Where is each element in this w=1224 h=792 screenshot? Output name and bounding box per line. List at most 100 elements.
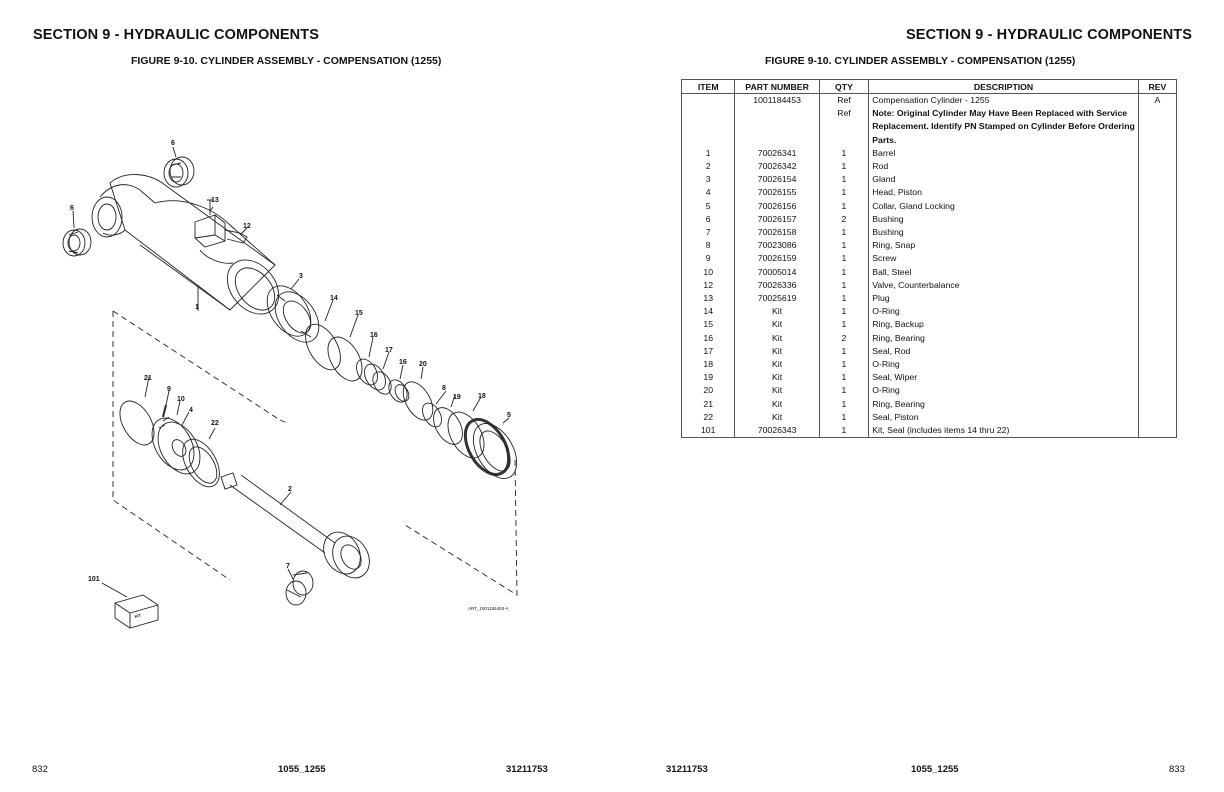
cell-item <box>680 93 736 108</box>
cell-desc: Ring, Bearing <box>868 397 1139 411</box>
cell-part: Kit <box>734 410 820 425</box>
cell-part: Kit <box>734 371 820 385</box>
cell-qty: 1 <box>818 305 870 319</box>
cell-qty: 1 <box>818 160 870 174</box>
cell-rev <box>1137 212 1178 227</box>
cell-qty: 1 <box>818 371 870 385</box>
cell-qty: 1 <box>818 199 870 213</box>
gland <box>266 285 320 343</box>
cell-qty: 1 <box>818 358 870 372</box>
cell-rev <box>1137 331 1178 345</box>
callout-19: 19 <box>453 394 461 401</box>
cell-qty: 1 <box>818 384 870 398</box>
callout-21: 21 <box>144 375 152 382</box>
cell-item: 4 <box>680 186 736 200</box>
cell-rev <box>1137 410 1178 425</box>
cell-rev <box>1137 173 1178 187</box>
cell-desc: Seal, Piston <box>868 410 1139 425</box>
cell-part: 70005014 <box>734 265 820 279</box>
callout-6-top: 6 <box>171 140 175 147</box>
cell-item: 15 <box>680 318 736 332</box>
cell-rev <box>1137 371 1178 385</box>
cell-desc: Kit, Seal (includes items 14 thru 22) <box>868 424 1139 439</box>
cell-desc: Seal, Rod <box>868 344 1139 359</box>
seal-rod-17 <box>372 371 392 395</box>
cell-qty: Ref <box>818 107 870 147</box>
cell-qty: 1 <box>818 239 870 253</box>
cell-part <box>734 107 820 147</box>
cell-item: 22 <box>680 410 736 425</box>
cell-rev: A <box>1137 93 1178 108</box>
header-description: DESCRIPTION <box>868 79 1139 94</box>
callout-5: 5 <box>507 412 511 419</box>
cell-qty: 1 <box>818 278 870 293</box>
callout-14: 14 <box>330 295 338 302</box>
callout-8: 8 <box>442 385 446 392</box>
header-qty: QTY <box>818 79 870 94</box>
callout-16b: 16 <box>399 359 407 366</box>
section-title: SECTION 9 - HYDRAULIC COMPONENTS <box>906 27 1192 43</box>
o-ring-20 <box>402 381 434 421</box>
bushing-6-top <box>163 156 195 188</box>
ring-backup-15 <box>327 336 363 382</box>
cell-desc: Head, Piston <box>868 186 1139 200</box>
cell-item: 16 <box>680 331 736 345</box>
cell-item: 9 <box>680 252 736 266</box>
cell-rev <box>1137 186 1178 200</box>
o-ring-14 <box>305 323 341 371</box>
page-number: 833 <box>1169 764 1185 775</box>
cell-desc: Screw <box>868 252 1139 266</box>
cell-qty: 1 <box>818 173 870 187</box>
cell-desc: Ring, Snap <box>868 239 1139 253</box>
cell-part: 70026336 <box>734 278 820 293</box>
cell-part: 70023086 <box>734 239 820 253</box>
cell-qty: Ref <box>818 93 870 108</box>
cell-part: 70026343 <box>734 424 820 439</box>
cell-part: Kit <box>734 305 820 319</box>
callout-20: 20 <box>419 361 427 368</box>
cell-part: Kit <box>734 331 820 345</box>
callout-7: 7 <box>286 563 290 570</box>
callout-4: 4 <box>189 407 193 414</box>
ring-bearing-21 <box>119 400 155 446</box>
left-page: SECTION 9 - HYDRAULIC COMPONENTS FIGURE … <box>32 27 548 775</box>
cell-part: 70025619 <box>734 292 820 306</box>
bushing-7 <box>285 570 314 606</box>
screw-9 <box>162 404 167 418</box>
cell-item: 2 <box>680 160 736 174</box>
cell-qty: 1 <box>818 397 870 411</box>
cell-part: 70026157 <box>734 212 820 227</box>
rod <box>220 472 370 579</box>
cell-qty: 1 <box>818 410 870 425</box>
parts-table: ITEM PART NUMBER QTY DESCRIPTION REV 100… <box>680 79 1178 439</box>
cell-item: 20 <box>680 384 736 398</box>
cell-part: Kit <box>734 344 820 359</box>
cell-part: 70026342 <box>734 160 820 174</box>
cell-desc: Ring, Bearing <box>868 331 1139 345</box>
cell-qty: 1 <box>818 186 870 200</box>
callout-10: 10 <box>177 396 185 403</box>
cell-part: 70026158 <box>734 226 820 240</box>
cell-item: 12 <box>680 278 736 293</box>
cell-item: 21 <box>680 397 736 411</box>
cell-qty: 1 <box>818 146 870 161</box>
cell-rev <box>1137 384 1178 398</box>
cell-item: 7 <box>680 226 736 240</box>
seal-kit-box <box>114 594 159 629</box>
seal-wiper-19 <box>433 407 463 445</box>
callout-16a: 16 <box>370 332 378 339</box>
cell-rev <box>1137 292 1178 306</box>
cell-rev <box>1137 199 1178 213</box>
cell-qty: 1 <box>818 265 870 279</box>
